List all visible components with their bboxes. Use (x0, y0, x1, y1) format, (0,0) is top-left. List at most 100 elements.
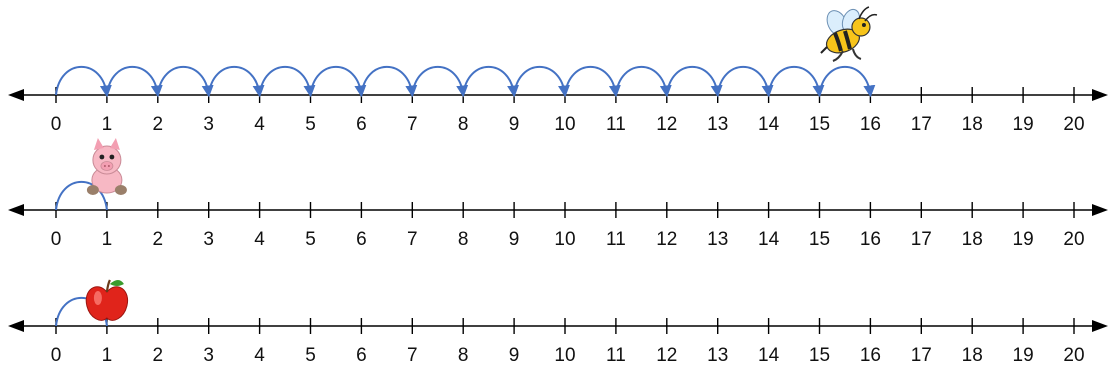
bee-icon (820, 6, 878, 62)
tick-label-7: 7 (407, 114, 418, 135)
tick-label-20: 20 (1063, 345, 1084, 366)
tick-label-0: 0 (51, 345, 62, 366)
tick-label-12: 12 (656, 345, 677, 366)
tick-label-1: 1 (102, 345, 113, 366)
jump-arc (767, 66, 825, 98)
apple-shine (93, 291, 102, 305)
tick-label-3: 3 (203, 229, 214, 250)
pig-ear (109, 138, 120, 150)
tick-label-19: 19 (1013, 345, 1034, 366)
tick-label-2: 2 (153, 114, 164, 135)
bee-antenna (864, 13, 878, 22)
tick-label-15: 15 (809, 229, 830, 250)
tick-label-5: 5 (305, 114, 316, 135)
jump-arc (207, 66, 265, 98)
tick-label-13: 13 (707, 345, 728, 366)
tick-label-10: 10 (554, 114, 575, 135)
bee-antenna (858, 6, 870, 20)
tick-label-14: 14 (758, 229, 780, 250)
tick-label-8: 8 (458, 345, 469, 366)
jump-arc (818, 66, 876, 98)
tick-label-11: 11 (606, 345, 626, 366)
tick-label-7: 7 (407, 229, 418, 250)
tick-label-14: 14 (758, 345, 780, 366)
bee-stinger (820, 46, 828, 54)
pig-eye (99, 154, 105, 160)
tick-label-5: 5 (305, 345, 316, 366)
left-arrow-head (8, 204, 24, 216)
pig-eye (109, 154, 115, 160)
pig-nostril (107, 165, 110, 167)
tick-label-9: 9 (509, 345, 520, 366)
jump-arc (105, 66, 163, 98)
bee-leg (851, 48, 862, 60)
jump-arc (411, 66, 469, 98)
pig-icon (86, 138, 127, 195)
tick-label-9: 9 (509, 114, 520, 135)
tick-label-18: 18 (962, 229, 983, 250)
pig-head (92, 145, 122, 175)
jump-arc (258, 66, 316, 98)
tick-label-6: 6 (356, 345, 367, 366)
tick-label-17: 17 (911, 114, 932, 135)
apple-stem (105, 279, 111, 293)
tick-label-0: 0 (51, 114, 62, 135)
tick-label-17: 17 (911, 229, 932, 250)
pig-foot (114, 185, 127, 195)
tick-label-6: 6 (356, 229, 367, 250)
tick-label-4: 4 (254, 114, 265, 135)
jump-arc (360, 66, 418, 98)
tick-label-16: 16 (860, 229, 881, 250)
tick-label-3: 3 (203, 114, 214, 135)
pig-foot (86, 185, 99, 195)
left-arrow-head (8, 89, 24, 101)
apple-icon (85, 279, 129, 321)
jump-arc (462, 66, 520, 98)
jump-arc (309, 66, 367, 98)
right-arrow-head (1092, 89, 1108, 101)
tick-label-4: 4 (254, 345, 265, 366)
jump-arc (55, 66, 112, 98)
tick-label-20: 20 (1063, 114, 1084, 135)
jump-arc (156, 66, 214, 98)
tick-label-14: 14 (758, 114, 780, 135)
tick-label-12: 12 (656, 114, 677, 135)
tick-label-2: 2 (153, 229, 164, 250)
left-arrow-head (8, 320, 24, 332)
jump-arc (665, 66, 723, 98)
tick-label-8: 8 (458, 114, 469, 135)
tick-label-17: 17 (911, 345, 932, 366)
bee-leg (832, 50, 844, 62)
right-arrow-head (1092, 204, 1108, 216)
tick-label-16: 16 (860, 345, 881, 366)
tick-label-13: 13 (707, 114, 728, 135)
tick-label-2: 2 (153, 345, 164, 366)
bee-eye (861, 23, 866, 27)
tick-label-13: 13 (707, 229, 728, 250)
tick-label-11: 11 (606, 114, 626, 135)
tick-label-18: 18 (962, 345, 983, 366)
bee-stripe (843, 30, 852, 50)
tick-label-5: 5 (305, 229, 316, 250)
pig-snout (100, 161, 114, 171)
pig-ear (93, 138, 104, 150)
tick-label-19: 19 (1013, 229, 1034, 250)
jump-arc (513, 66, 570, 98)
tick-label-11: 11 (606, 229, 626, 250)
right-arrow-head (1092, 320, 1108, 332)
tick-label-7: 7 (407, 345, 418, 366)
tick-label-3: 3 (203, 345, 214, 366)
tick-label-15: 15 (809, 114, 830, 135)
bee-head (851, 17, 871, 37)
tick-label-16: 16 (860, 114, 881, 135)
jump-arc (55, 181, 108, 211)
tick-label-0: 0 (51, 229, 62, 250)
bee-stripe (833, 32, 843, 52)
tick-label-4: 4 (254, 229, 265, 250)
tick-label-1: 1 (102, 114, 113, 135)
tick-label-15: 15 (809, 345, 830, 366)
